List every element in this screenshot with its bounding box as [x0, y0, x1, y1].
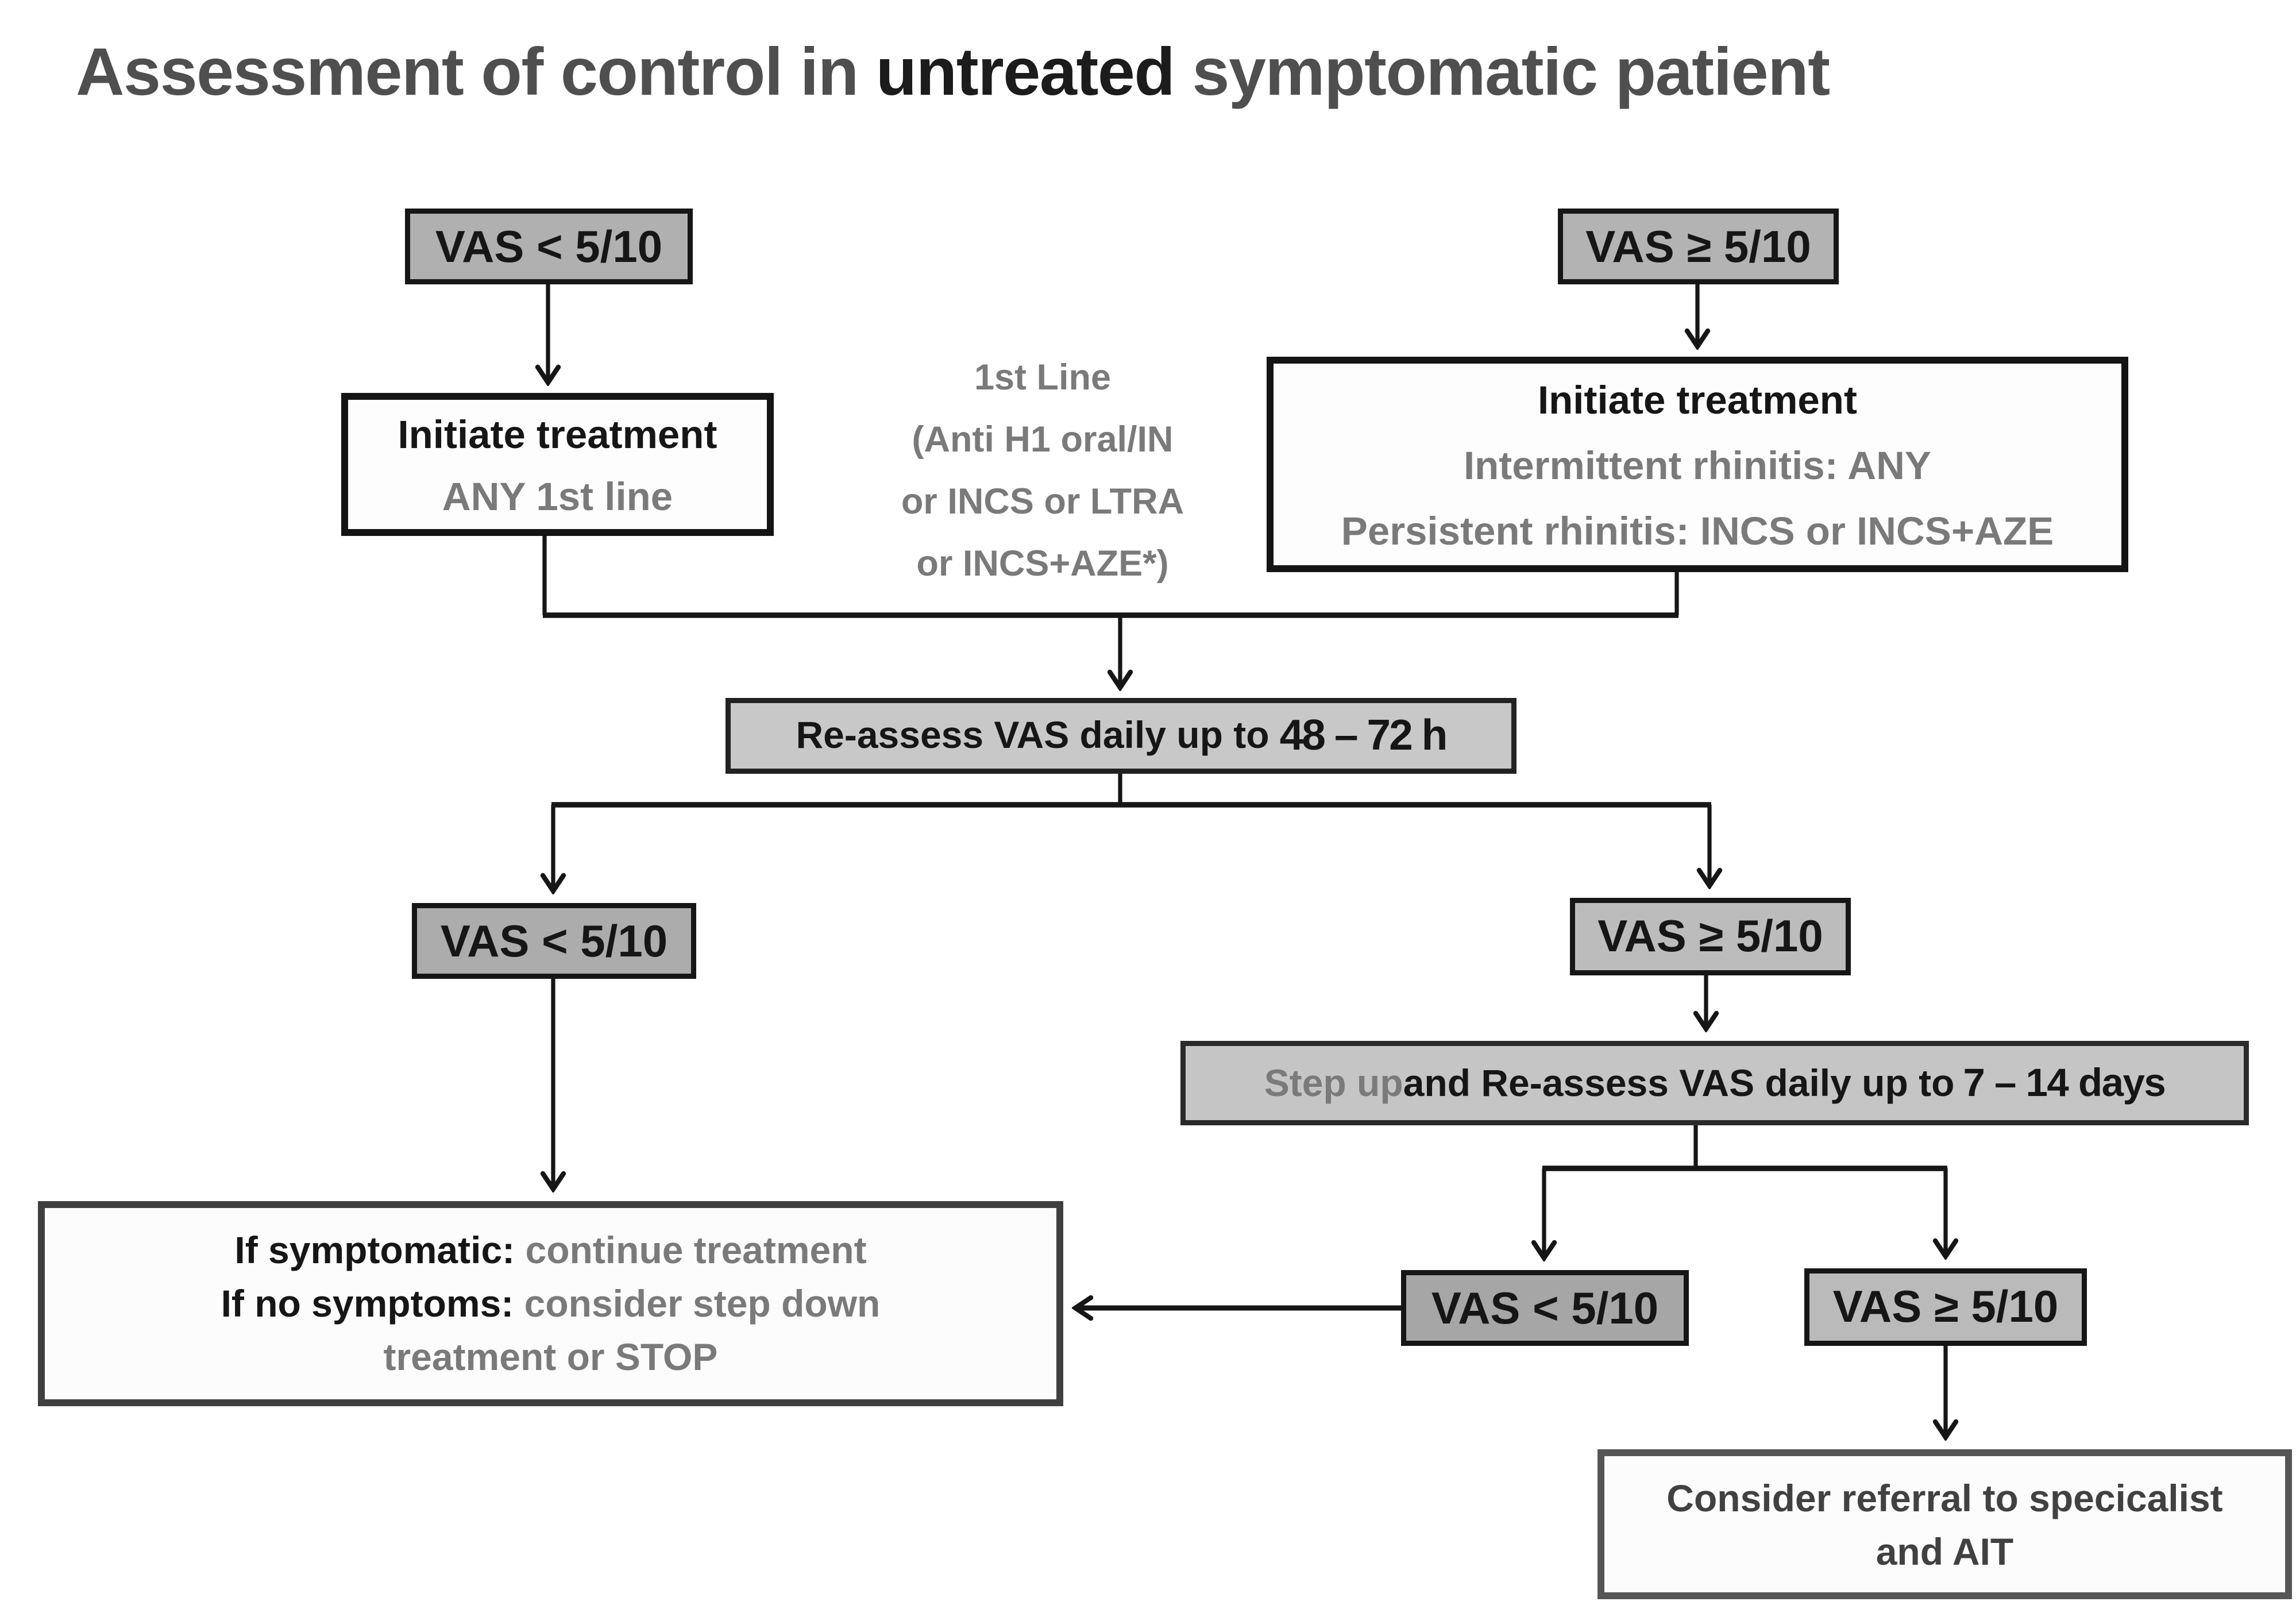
node-step-up-black: and Re-assess VAS daily up to: [1403, 1060, 1955, 1104]
title-suffix: symptomatic patient: [1174, 36, 1830, 110]
node-initiate-right-title: Initiate treatment: [1537, 376, 1857, 422]
node-vas-ge-mid-label: VAS ≥ 5/10: [1597, 910, 1823, 962]
title-emphasis: untreated: [875, 36, 1175, 110]
node-initiate-left-title: Initiate treatment: [398, 411, 717, 456]
first-line-note: 1st Line (Anti H1 oral/IN or INCS or LTR…: [848, 348, 1237, 596]
node-vas-ge-mid: VAS ≥ 5/10: [1570, 898, 1851, 975]
node-if-symptomatic-line1: If symptomatic: continue treatment: [234, 1224, 866, 1277]
node-initiate-right-line2: Intermittent rhinitis: ANY: [1463, 442, 1931, 487]
node-vas-lt-mid: VAS < 5/10: [412, 903, 696, 979]
node-vas-ge-bottom: VAS ≥ 5/10: [1804, 1268, 2087, 1346]
node-vas-lt-bottom: VAS < 5/10: [1401, 1270, 1689, 1346]
node-referral: Consider referral to specicalist and AIT: [1597, 1449, 2292, 1599]
node-vas-ge-bottom-label: VAS ≥ 5/10: [1832, 1280, 2059, 1332]
first-line-note-line: or INCS or LTRA: [901, 483, 1184, 522]
first-line-note-line: or INCS+AZE*): [916, 545, 1169, 584]
node-reassess: Re-assess VAS daily up to 48 – 72 h: [726, 698, 1516, 774]
node-vas-ge-top-label: VAS ≥ 5/10: [1585, 219, 1811, 272]
if-symptomatic-line1-gray: continue treatment: [525, 1229, 867, 1272]
node-step-up-value: 7 – 14 days: [1963, 1060, 2166, 1105]
node-vas-lt-top: VAS < 5/10: [405, 209, 693, 284]
node-initiate-right-line3: Persistent rhinitis: INCS or INCS+AZE: [1341, 507, 2054, 553]
node-referral-line2: and AIT: [1876, 1529, 2014, 1573]
if-symptomatic-line2-black: If no symptoms:: [221, 1282, 524, 1325]
node-step-up-gray: Step up: [1264, 1060, 1403, 1104]
node-reassess-label: Re-assess VAS daily up to: [796, 713, 1269, 757]
node-initiate-right: Initiate treatment Intermittent rhinitis…: [1267, 357, 2128, 572]
page-title: Assessment of control in untreated sympt…: [76, 34, 1830, 114]
node-if-symptomatic-line2: If no symptoms: consider step down: [221, 1277, 881, 1330]
first-line-note-line: (Anti H1 oral/IN: [912, 420, 1174, 460]
node-initiate-left: Initiate treatment ANY 1st line: [341, 393, 774, 536]
first-line-note-line: 1st Line: [974, 358, 1112, 398]
node-vas-lt-mid-label: VAS < 5/10: [440, 914, 668, 966]
node-if-symptomatic: If symptomatic: continue treatment If no…: [38, 1201, 1063, 1406]
node-referral-line1: Consider referral to specicalist: [1666, 1476, 2223, 1519]
node-vas-ge-top: VAS ≥ 5/10: [1558, 209, 1839, 284]
node-step-up: Step up and Re-assess VAS daily up to 7 …: [1180, 1041, 2249, 1125]
title-prefix: Assessment of control in: [76, 36, 876, 110]
node-if-symptomatic-line3: treatment or STOP: [383, 1336, 718, 1379]
node-initiate-left-subtitle: ANY 1st line: [442, 473, 673, 518]
if-symptomatic-line1-black: If symptomatic:: [234, 1229, 526, 1272]
if-symptomatic-line2-gray: consider step down: [524, 1282, 881, 1325]
node-reassess-value: 48 – 72 h: [1279, 711, 1448, 759]
node-vas-lt-top-label: VAS < 5/10: [435, 219, 663, 272]
node-vas-lt-bottom-label: VAS < 5/10: [1431, 1281, 1659, 1333]
